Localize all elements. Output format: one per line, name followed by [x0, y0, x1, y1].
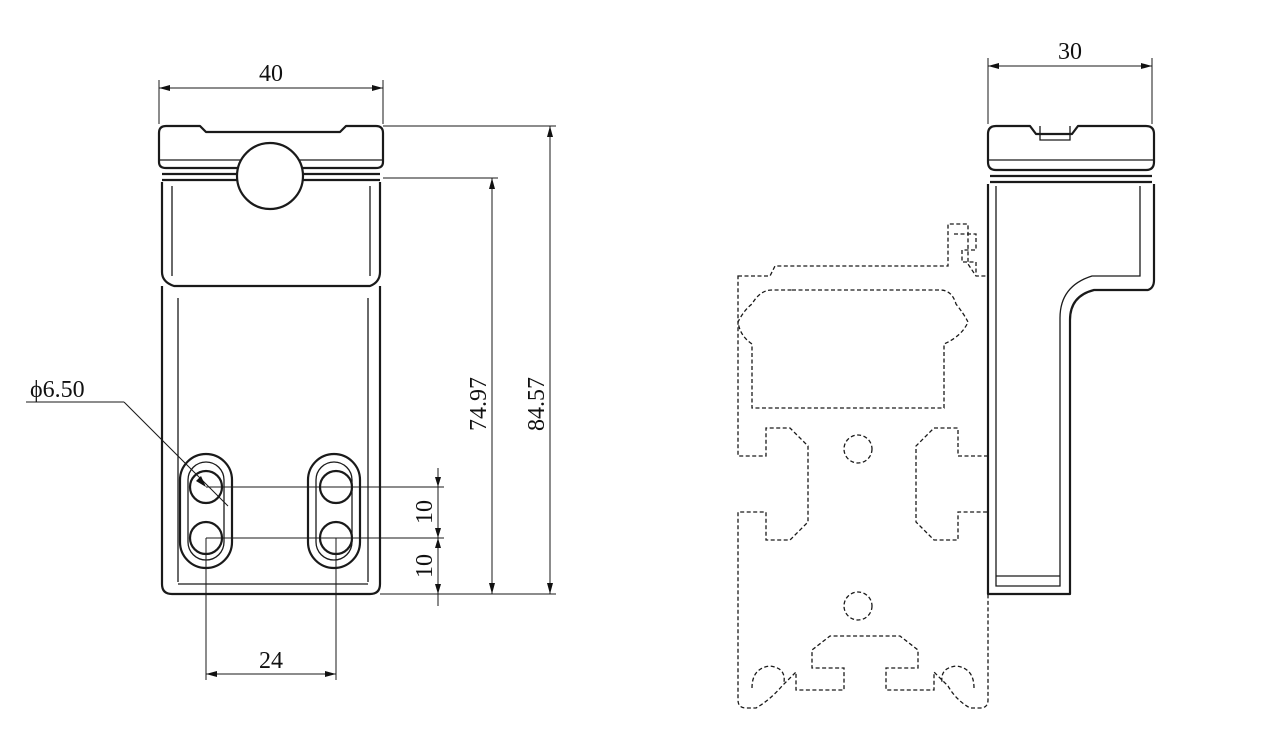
front-view [157, 124, 385, 596]
side-dimensions: 30 [987, 39, 1153, 124]
front-top-cap [157, 124, 385, 170]
front-upper-body [160, 182, 382, 288]
dim-slot-pitch-label: 24 [259, 648, 283, 674]
side-profile-outline [737, 223, 989, 709]
side-bracket-body [986, 184, 1156, 596]
dim-width-label: 40 [259, 61, 283, 87]
front-lower-body [160, 286, 382, 596]
front-slot-right-inner [315, 461, 353, 561]
side-view [737, 124, 1156, 709]
side-profile-hole-lower [843, 591, 873, 621]
side-top-cap [986, 124, 1156, 172]
dim-side-width-label: 30 [1058, 39, 1082, 65]
front-slot-right [306, 452, 362, 570]
side-profile-tslot-right [915, 427, 988, 541]
side-profile-clip [954, 233, 977, 274]
dim-slot-spacing-top-label: 10 [412, 500, 438, 524]
side-profile-curl-left [751, 665, 785, 689]
dim-height-inner-label: 74.97 [466, 377, 492, 431]
side-profile-hole-upper [843, 434, 873, 464]
side-cap-notch [1039, 126, 1071, 141]
front-dimensions: 40 24 ϕ6.50 74.97 84.57 10 10 [26, 61, 556, 680]
dim-leader-hole-diameter [123, 401, 229, 507]
front-ball-knob [235, 141, 305, 211]
side-profile-curl-right [941, 665, 975, 689]
dim-slot-spacing-bottom-label: 10 [412, 554, 438, 578]
side-profile-channel [737, 289, 969, 409]
side-bracket-inner [995, 186, 1141, 587]
dim-height-total-label: 84.57 [524, 377, 550, 431]
dim-hole-diameter-label: ϕ6.50 [30, 377, 85, 403]
